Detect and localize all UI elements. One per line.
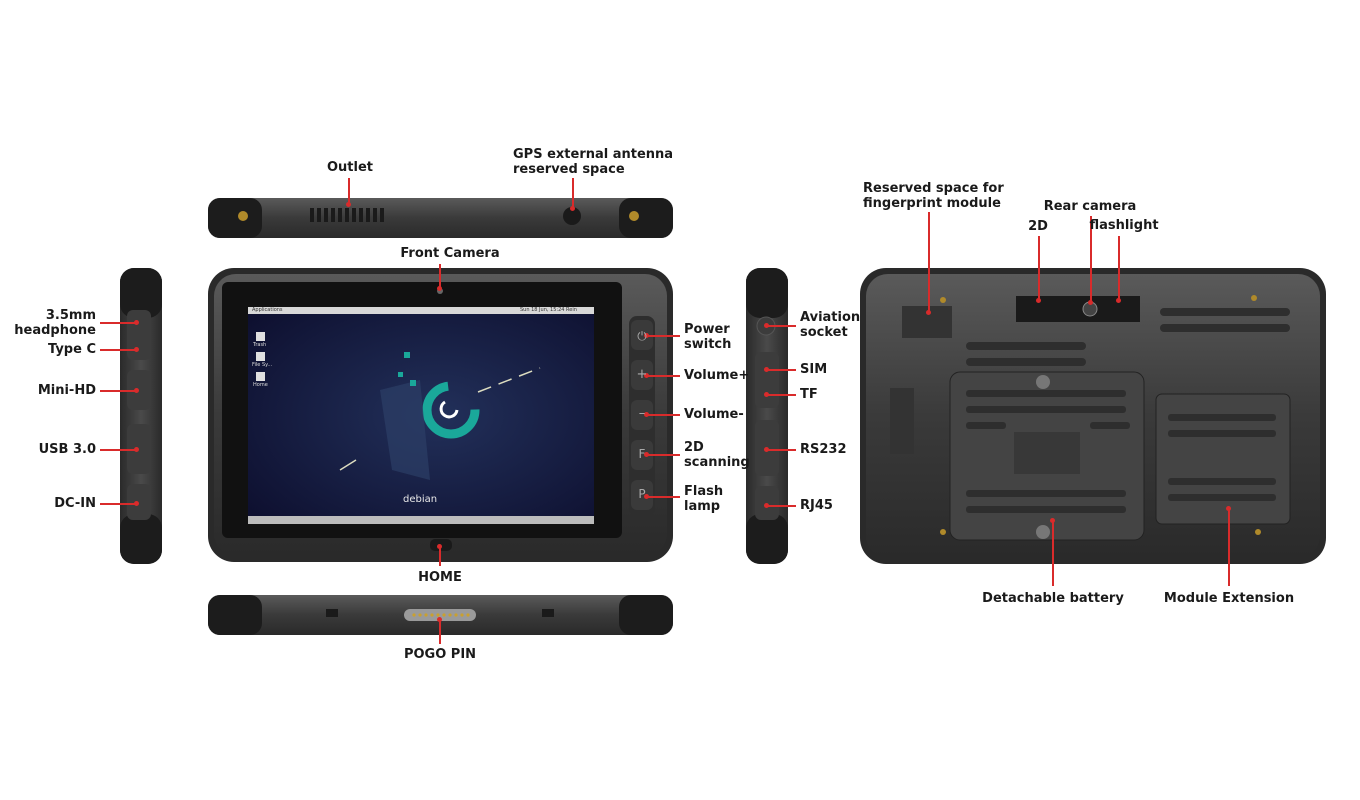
left-side-view (120, 268, 162, 564)
label-outlet: Outlet (327, 160, 374, 175)
label-flashlight: flashlight (1089, 218, 1159, 233)
label-volume-up: Volume+ (684, 368, 750, 383)
label-fingerprint: Reserved space for fingerprint module (863, 181, 1004, 211)
label-power-line2: switch (684, 337, 732, 352)
label-front-camera: Front Camera (400, 246, 500, 261)
label-scan-line1: 2D (684, 440, 704, 455)
label-sim: SIM (800, 362, 828, 377)
label-aviation-line2: socket (800, 325, 848, 340)
label-home: HOME (418, 570, 462, 585)
label-headphone-line1: 3.5mm (45, 308, 96, 323)
label-power-line1: Power (684, 322, 730, 337)
label-power-switch: Power switch (684, 322, 731, 352)
label-rear-camera: Rear camera (1043, 199, 1137, 214)
label-fingerprint-line2: fingerprint module (863, 196, 1001, 211)
label-aviation-line1: Aviation (800, 310, 861, 325)
screen-clock: Sun 18 Jun, 15:24 Rein (520, 307, 577, 313)
power-button-icon: ⏻ (637, 329, 647, 343)
label-flash-line1: Flash (684, 484, 724, 499)
top-edge-view (208, 198, 673, 238)
label-scan-line2: scanning (684, 455, 750, 470)
label-flash-lamp: Flash lamp (684, 484, 723, 514)
label-volume-down: Volume- (684, 407, 744, 422)
desktop-icon-trash-label: Trash (253, 342, 267, 348)
label-headphone-line2: headphone (14, 323, 96, 338)
desktop-icon-filesystem-label: File Sy... (252, 362, 273, 368)
label-2d-scanning: 2D scanning (684, 440, 750, 470)
label-rs232: RS232 (800, 442, 847, 457)
back-view (860, 268, 1326, 564)
label-fingerprint-line1: Reserved space for (863, 181, 1004, 196)
label-dc-in: DC-IN (54, 496, 96, 511)
label-gps-antenna: GPS external antenna reserved space (513, 147, 673, 177)
bottom-edge-view (208, 595, 673, 635)
label-tf: TF (800, 387, 818, 402)
label-type-c: Type C (48, 342, 96, 357)
front-view (208, 268, 673, 562)
label-gps-line1: GPS external antenna (513, 147, 674, 162)
label-mini-hd: Mini-HD (37, 383, 96, 398)
desktop-icon-home-label: Home (253, 382, 268, 388)
label-headphone: 3.5mm headphone (14, 308, 96, 338)
screen-os-name: debian (403, 494, 438, 505)
label-flash-line2: lamp (684, 499, 721, 514)
label-rear-2d: 2D (1028, 219, 1048, 234)
screen-topbar-left: Applications (252, 307, 283, 313)
volume-down-button-glyph: – (638, 406, 646, 421)
label-aviation-socket: Aviation socket (800, 310, 860, 340)
label-pogo-pin: POGO PIN (403, 647, 477, 662)
scan-button-glyph: F (638, 447, 646, 461)
flash-button-glyph: P (638, 487, 646, 501)
label-detachable-battery: Detachable battery (982, 591, 1124, 606)
right-side-view (746, 268, 788, 564)
label-gps-line2: reserved space (513, 162, 625, 177)
label-usb3: USB 3.0 (38, 442, 96, 457)
label-module-extension: Module Extension (1163, 591, 1295, 606)
volume-up-button-glyph: + (636, 367, 648, 382)
label-rj45: RJ45 (800, 498, 833, 513)
